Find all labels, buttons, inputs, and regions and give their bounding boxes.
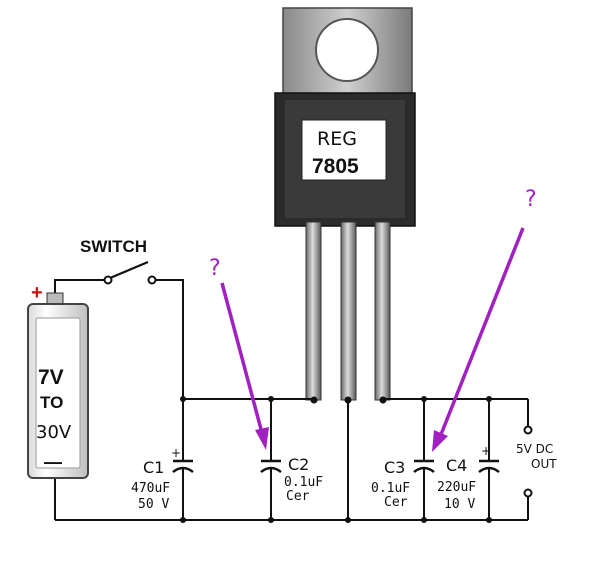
capacitor-c3: C3 0.1uF Cer bbox=[371, 458, 435, 510]
voltage-regulator: REG 7805 bbox=[274, 7, 416, 404]
battery-plus-sign: + bbox=[31, 282, 43, 304]
question-mark-left: ? bbox=[209, 256, 221, 281]
battery: + 7V TO 30V — bbox=[27, 282, 89, 479]
c1-name: C1 bbox=[143, 458, 164, 477]
output-voltage-label: 5V DC bbox=[516, 442, 553, 456]
regulator-pin-ground bbox=[340, 221, 357, 401]
battery-minus-sign: — bbox=[44, 452, 62, 472]
c3-value: 0.1uF bbox=[371, 481, 410, 496]
power-switch: SWITCH bbox=[80, 237, 157, 285]
c4-name: C4 bbox=[446, 456, 467, 475]
regulator-pin-input bbox=[305, 221, 322, 401]
junction-dots bbox=[180, 396, 492, 523]
c2-rating: Cer bbox=[286, 489, 310, 504]
c1-value: 470uF bbox=[131, 481, 170, 496]
regulator-pin-output bbox=[374, 221, 391, 401]
battery-voltage-min: 7V bbox=[38, 366, 64, 389]
battery-voltage-max: 30V bbox=[36, 422, 72, 443]
c4-polarity: + bbox=[481, 444, 491, 458]
c1-polarity: + bbox=[171, 446, 181, 460]
c1-rating: 50 V bbox=[138, 497, 169, 512]
c4-rating: 10 V bbox=[444, 497, 475, 512]
capacitor-c1: + C1 470uF 50 V bbox=[131, 446, 194, 512]
c4-value: 220uF bbox=[437, 480, 476, 495]
c2-value: 0.1uF bbox=[284, 475, 323, 490]
c2-name: C2 bbox=[288, 455, 309, 474]
regulator-part-number: 7805 bbox=[312, 155, 359, 178]
regulator-label-line1: REG bbox=[317, 128, 357, 150]
output-terminals: 5V DC OUT bbox=[516, 425, 557, 498]
capacitor-c4: + C4 220uF 10 V bbox=[437, 444, 500, 512]
switch-label: SWITCH bbox=[80, 237, 147, 256]
question-mark-right: ? bbox=[525, 187, 537, 212]
annotation-arrows: ? ? bbox=[209, 187, 537, 452]
output-out-label: OUT bbox=[531, 457, 557, 471]
capacitor-c2: C2 0.1uF Cer bbox=[260, 455, 323, 504]
battery-voltage-to: TO bbox=[40, 393, 63, 412]
c3-name: C3 bbox=[384, 458, 405, 477]
c3-rating: Cer bbox=[384, 495, 408, 510]
